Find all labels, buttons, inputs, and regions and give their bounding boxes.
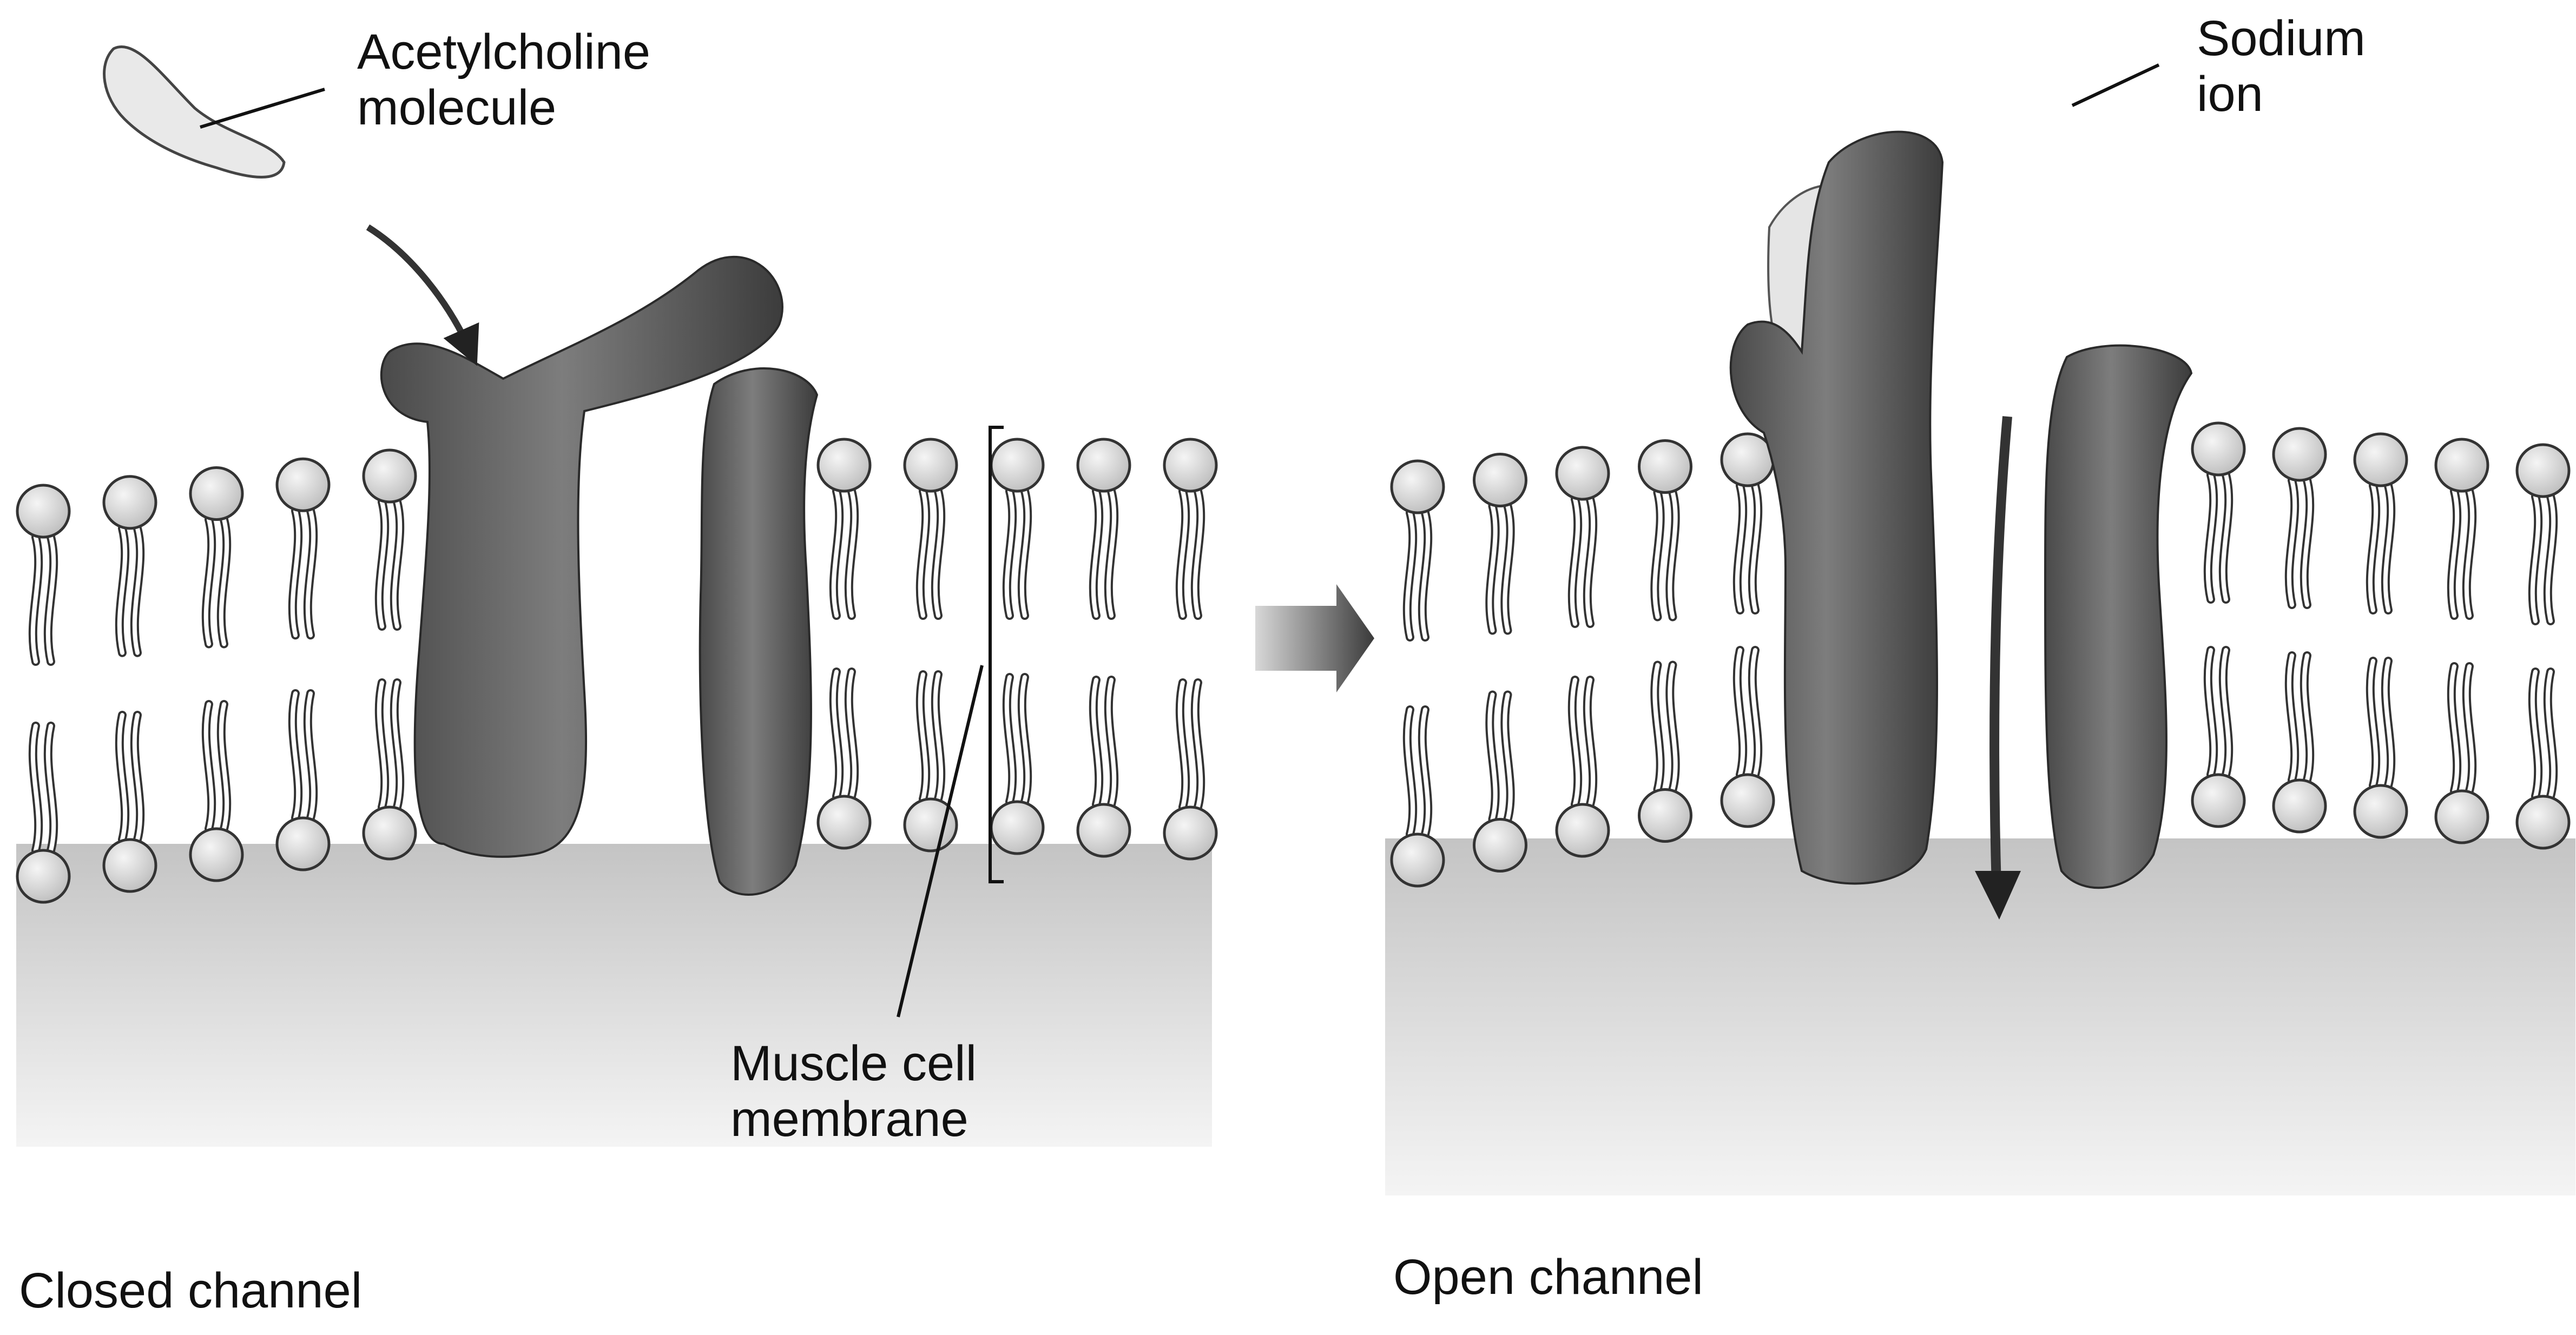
- open-channel-receptor: [1731, 132, 2191, 888]
- phospholipid: [1078, 680, 1130, 856]
- phospholipid: [1722, 434, 1774, 610]
- phospholipid: [1474, 454, 1526, 631]
- muscle-cell-membrane-label-line2: membrane: [730, 1092, 977, 1147]
- acetylcholine-label: Acetylcholine molecule: [357, 24, 650, 136]
- phospholipid: [190, 468, 242, 644]
- phospholipid: [277, 459, 329, 635]
- phospholipid: [1078, 439, 1130, 616]
- cytoplasm-shade-left: [16, 844, 1212, 1147]
- phospholipid: [1474, 695, 1526, 871]
- phospholipid: [1392, 461, 1444, 637]
- phospholipid: [2274, 656, 2325, 832]
- sodium-leader-line: [2072, 65, 2159, 105]
- acetylcholine-molecule: [104, 47, 284, 177]
- binding-arrow: [368, 227, 471, 352]
- transition-arrow: [1255, 584, 1374, 692]
- phospholipid: [190, 704, 242, 881]
- muscle-cell-membrane-label: Muscle cell membrane: [730, 1036, 977, 1147]
- open-channel-caption: Open channel: [1393, 1250, 1703, 1305]
- phospholipid: [17, 726, 69, 902]
- phospholipid: [1164, 683, 1216, 859]
- sodium-flow-arrow: [1994, 417, 2007, 887]
- phospholipid: [1722, 650, 1774, 827]
- open-receptor-subunit-left: [1731, 132, 1942, 884]
- closed-channel-receptor: [381, 257, 817, 895]
- acetylcholine-label-line2: molecule: [357, 80, 650, 136]
- sodium-ion-label: Sodium ion: [2197, 11, 2366, 122]
- phospholipid: [2436, 666, 2488, 843]
- phospholipid: [818, 672, 870, 848]
- acetylcholine-label-line1: Acetylcholine: [357, 24, 650, 80]
- phospholipid: [2517, 445, 2569, 621]
- sodium-ion-label-line2: ion: [2197, 67, 2366, 122]
- phospholipid: [2274, 428, 2325, 605]
- phospholipid: [905, 439, 957, 616]
- phospholipid: [1392, 710, 1444, 886]
- sodium-ion-label-line1: Sodium: [2197, 11, 2366, 67]
- phospholipid: [905, 675, 957, 851]
- phospholipid: [17, 485, 69, 662]
- phospholipid: [2192, 650, 2244, 827]
- phospholipid: [1639, 665, 1691, 842]
- open-receptor-subunit-right: [2045, 346, 2191, 888]
- muscle-cell-membrane-label-line1: Muscle cell: [730, 1036, 977, 1092]
- phospholipid: [2355, 661, 2407, 837]
- receptor-subunit-right: [700, 368, 817, 895]
- phospholipid: [2517, 672, 2569, 848]
- phospholipid: [1557, 447, 1609, 624]
- acetylcholine-leader-line: [200, 89, 325, 127]
- phospholipid: [104, 715, 156, 891]
- phospholipid: [2192, 423, 2244, 599]
- phospholipid: [277, 693, 329, 870]
- phospholipid: [818, 439, 870, 616]
- phospholipid: [364, 683, 416, 859]
- phospholipid: [991, 439, 1043, 616]
- phospholipid: [104, 477, 156, 653]
- phospholipid: [2355, 434, 2407, 610]
- phospholipid: [1557, 680, 1609, 856]
- phospholipid: [1639, 441, 1691, 617]
- cytoplasm-shade-right: [1385, 838, 2575, 1195]
- phospholipid: [2436, 439, 2488, 616]
- phospholipid: [364, 450, 416, 626]
- phospholipid: [1164, 439, 1216, 616]
- closed-channel-caption: Closed channel: [19, 1263, 362, 1319]
- phospholipid: [991, 677, 1043, 854]
